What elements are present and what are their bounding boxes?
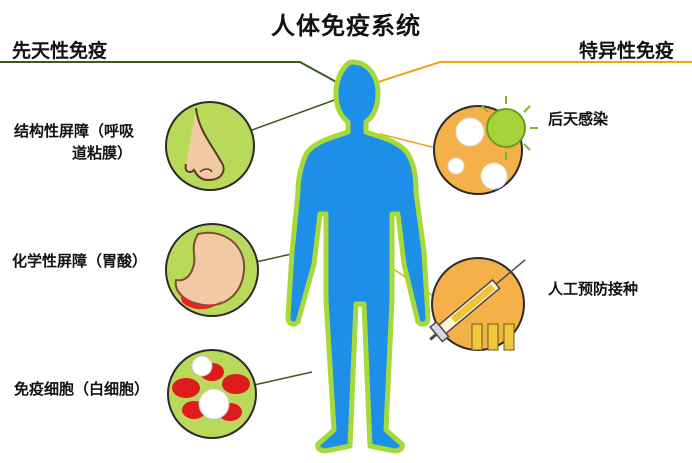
human-body-figure	[285, 59, 431, 454]
innate-heading-rule	[0, 61, 341, 85]
label-structural-barrier-line2: 道粘膜）	[72, 144, 133, 162]
adaptive-immunity-heading: 特异性免疫	[578, 40, 674, 62]
vials	[471, 323, 515, 351]
connector-cell	[253, 371, 313, 386]
label-structural-barrier: 结构性屏障（呼吸 道粘膜）	[14, 120, 134, 164]
stomach-icon	[165, 223, 259, 317]
virus-icon	[433, 96, 538, 195]
nose-icon	[165, 101, 255, 191]
label-immune-cells: 免疫细胞（白细胞）	[14, 380, 150, 398]
connector-virus	[379, 133, 437, 149]
label-structural-barrier-line1: 结构性屏障（呼吸	[14, 122, 135, 140]
label-vaccination: 人工预防接种	[548, 280, 639, 298]
connector-nose	[251, 97, 341, 131]
innate-immunity-heading: 先天性免疫	[12, 40, 108, 62]
syringe-icon	[429, 257, 526, 351]
adaptive-heading-rule	[371, 61, 692, 85]
label-acquired-infection: 后天感染	[548, 110, 609, 128]
page-title: 人体免疫系统	[271, 12, 421, 40]
label-chemical-barrier: 化学性屏障（胃酸）	[12, 252, 148, 270]
white-blood-cell-icon	[167, 349, 257, 439]
